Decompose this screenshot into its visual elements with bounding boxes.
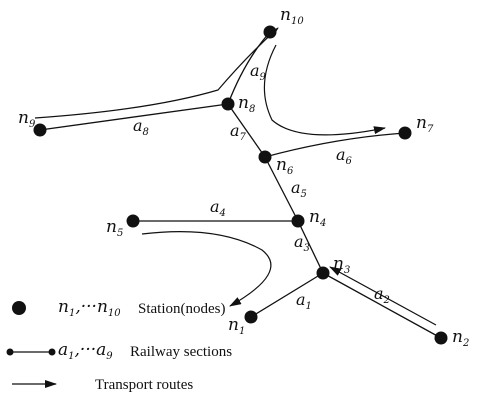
route-n10-n7	[263, 44, 386, 136]
legend-station-row: n1,···n10 Station(nodes)	[12, 297, 226, 319]
label-a9: a9	[250, 61, 267, 83]
label-n1: n1	[228, 315, 245, 337]
station-n10	[263, 25, 277, 39]
label-a2: a2	[374, 284, 390, 306]
route-n2-n3	[329, 266, 437, 326]
railway-sections	[39, 31, 442, 339]
label-n5: n5	[106, 217, 123, 239]
legend-station-symbols: n1,···n10	[58, 297, 121, 319]
section-a6	[264, 132, 406, 158]
label-n6: n6	[276, 155, 294, 177]
legend-station-label: Station(nodes)	[138, 301, 226, 317]
section-a2	[322, 272, 442, 339]
section-a5	[264, 156, 299, 222]
legend-route-row: Transport routes	[12, 377, 193, 393]
station-n1	[244, 310, 258, 324]
legend-station-marker	[12, 301, 26, 315]
legend: n1,···n10 Station(nodes) a1,···a9 Railwa…	[6, 297, 232, 393]
label-a5: a5	[291, 178, 307, 200]
label-a3: a3	[294, 232, 310, 254]
label-a1: a1	[296, 290, 312, 312]
node-labels: n1 n2 n3 n4 n5 n6 n7 n8 n9 n10	[18, 5, 469, 349]
label-a7: a7	[230, 121, 247, 143]
stations	[33, 25, 448, 345]
station-n8	[221, 97, 235, 111]
station-n7	[398, 126, 412, 140]
station-n9	[33, 123, 47, 137]
route-n5-n1	[141, 231, 272, 307]
label-a4: a4	[210, 197, 226, 219]
station-n5	[126, 214, 140, 228]
label-a6: a6	[336, 145, 353, 167]
station-n2	[434, 331, 448, 345]
station-n4	[291, 214, 305, 228]
legend-section-symbols: a1,···a9	[58, 340, 113, 362]
section-a1	[250, 272, 324, 318]
section-a7	[227, 103, 266, 158]
section-a3	[297, 220, 324, 274]
label-n4: n4	[309, 207, 326, 229]
section-a8	[39, 103, 229, 131]
station-n6	[258, 150, 272, 164]
legend-section-marker-left	[6, 348, 14, 356]
legend-section-label: Railway sections	[130, 344, 232, 360]
label-n10: n10	[280, 5, 304, 27]
label-n2: n2	[452, 327, 469, 349]
route-n9-n10	[34, 27, 279, 119]
section-a9	[227, 31, 271, 105]
legend-section-row: a1,···a9 Railway sections	[6, 340, 232, 362]
label-n9: n9	[18, 108, 36, 130]
label-n7: n7	[416, 113, 434, 135]
label-a8: a8	[133, 116, 149, 138]
section-labels: a1 a2 a3 a4 a5 a6 a7 a8 a9	[133, 61, 390, 312]
transport-routes	[34, 27, 437, 326]
label-n8: n8	[238, 93, 255, 115]
legend-route-label: Transport routes	[95, 377, 193, 393]
station-n3	[316, 266, 330, 280]
legend-section-marker-right	[48, 348, 56, 356]
label-n3: n3	[333, 254, 350, 276]
